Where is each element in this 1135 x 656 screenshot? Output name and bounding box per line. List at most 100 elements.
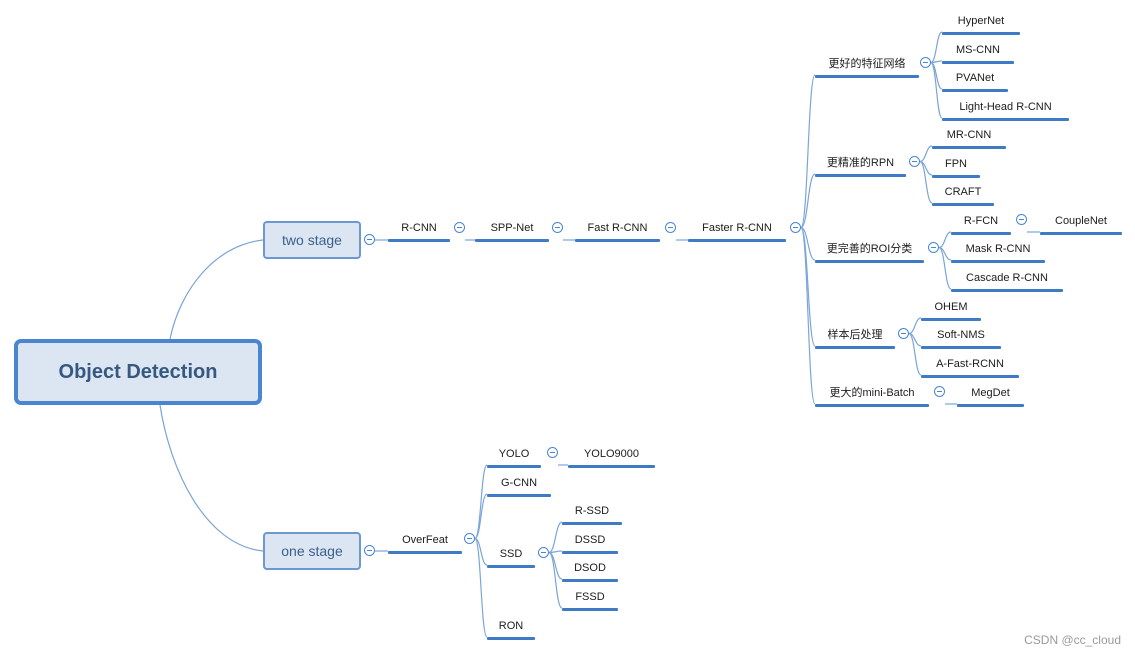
node-better-roi-classification[interactable]: 更完善的ROI分类 — [815, 242, 924, 264]
node-craft[interactable]: CRAFT — [932, 185, 994, 207]
collapse-r-cnn-icon[interactable] — [454, 222, 465, 233]
node-better-feature-network[interactable]: 更好的特征网络 — [815, 57, 919, 79]
collapse-fast-r-cnn-icon[interactable] — [665, 222, 676, 233]
node-g-cnn[interactable]: G-CNN — [487, 476, 551, 498]
node-better-rpn[interactable]: 更精准的RPN — [815, 156, 906, 178]
node-r-ssd[interactable]: R-SSD — [562, 504, 622, 526]
collapse-one-stage-icon[interactable] — [364, 545, 375, 556]
node-r-cnn[interactable]: R-CNN — [388, 221, 450, 243]
yolo9000-label: YOLO9000 — [583, 448, 640, 460]
cascade-r-cnn-label: Cascade R-CNN — [966, 272, 1048, 284]
hypernet-label: HyperNet — [957, 15, 1005, 27]
better-roi-classification-label: 更完善的ROI分类 — [826, 243, 913, 255]
node-soft-nms[interactable]: Soft-NMS — [921, 328, 1001, 350]
collapse-r-fcn-icon[interactable] — [1016, 214, 1027, 225]
node-hypernet[interactable]: HyperNet — [942, 14, 1020, 36]
collapse-better-feature-network-icon[interactable] — [920, 57, 931, 68]
link-g-cnn — [474, 493, 488, 540]
r-cnn-underline — [388, 239, 450, 242]
mask-r-cnn-underline — [951, 260, 1045, 263]
root-node-object-detection[interactable]: Object Detection — [14, 339, 262, 405]
soft-nms-underline — [921, 346, 1001, 349]
spp-net-label: SPP-Net — [490, 222, 534, 234]
node-overfeat[interactable]: OverFeat — [388, 533, 462, 555]
yolo-underline — [487, 465, 541, 468]
node-pvanet[interactable]: PVANet — [942, 71, 1008, 93]
fpn-underline — [932, 175, 980, 178]
link-light-head — [930, 61, 943, 119]
node-one-stage[interactable]: one stage — [263, 532, 361, 570]
light-head-r-cnn-underline — [942, 118, 1069, 121]
node-r-fcn[interactable]: R-FCN — [951, 214, 1011, 236]
fpn-label: FPN — [945, 158, 967, 170]
two-stage-label: two stage — [282, 232, 342, 248]
mr-cnn-underline — [932, 146, 1006, 149]
node-dsod[interactable]: DSOD — [562, 561, 618, 583]
sample-post-processing-label: 样本后处理 — [827, 329, 883, 341]
fssd-label: FSSD — [575, 591, 605, 603]
fssd-underline — [562, 608, 618, 611]
larger-mini-batch-label: 更大的mini-Batch — [829, 387, 915, 399]
link-a-fast-rcnn — [908, 332, 922, 376]
collapse-mini-batch-icon[interactable] — [934, 386, 945, 397]
node-two-stage[interactable]: two stage — [263, 221, 361, 259]
node-larger-mini-batch[interactable]: 更大的mini-Batch — [815, 386, 929, 408]
node-sample-post-processing[interactable]: 样本后处理 — [815, 328, 895, 350]
node-mask-r-cnn[interactable]: Mask R-CNN — [951, 242, 1045, 264]
node-cascade-r-cnn[interactable]: Cascade R-CNN — [951, 271, 1063, 293]
node-a-fast-rcnn[interactable]: A-Fast-RCNN — [921, 357, 1019, 379]
node-ron[interactable]: RON — [487, 619, 535, 641]
fast-r-cnn-label: Fast R-CNN — [587, 222, 648, 234]
r-ssd-underline — [562, 522, 622, 525]
node-couplenet[interactable]: CoupleNet — [1040, 214, 1122, 236]
collapse-overfeat-icon[interactable] — [464, 533, 475, 544]
yolo9000-underline — [568, 465, 655, 468]
node-yolo9000[interactable]: YOLO9000 — [568, 447, 655, 469]
node-ssd[interactable]: SSD — [487, 547, 535, 569]
larger-mini-batch-underline — [815, 404, 929, 407]
link-faster-roi — [800, 226, 816, 261]
node-light-head-r-cnn[interactable]: Light-Head R-CNN — [942, 100, 1069, 122]
yolo-label: YOLO — [498, 448, 530, 460]
link-root-two-stage — [169, 239, 264, 340]
overfeat-underline — [388, 551, 462, 554]
link-ron — [474, 537, 488, 638]
couplenet-underline — [1040, 232, 1122, 235]
sample-post-processing-underline — [815, 346, 895, 349]
node-spp-net[interactable]: SPP-Net — [475, 221, 549, 243]
node-mr-cnn[interactable]: MR-CNN — [932, 128, 1006, 150]
g-cnn-underline — [487, 494, 551, 497]
collapse-sample-post-processing-icon[interactable] — [898, 328, 909, 339]
collapse-yolo-icon[interactable] — [547, 447, 558, 458]
collapse-two-stage-icon[interactable] — [364, 234, 375, 245]
collapse-faster-r-cnn-icon[interactable] — [790, 222, 801, 233]
node-fast-r-cnn[interactable]: Fast R-CNN — [575, 221, 660, 243]
pvanet-label: PVANet — [955, 72, 995, 84]
hypernet-underline — [942, 32, 1020, 35]
collapse-spp-net-icon[interactable] — [552, 222, 563, 233]
node-yolo[interactable]: YOLO — [487, 447, 541, 469]
light-head-r-cnn-label: Light-Head R-CNN — [959, 101, 1052, 113]
g-cnn-label: G-CNN — [500, 477, 538, 489]
node-fssd[interactable]: FSSD — [562, 590, 618, 612]
node-ms-cnn[interactable]: MS-CNN — [942, 43, 1014, 65]
link-faster-feature — [800, 74, 816, 229]
node-faster-r-cnn[interactable]: Faster R-CNN — [688, 221, 786, 243]
dsod-label: DSOD — [574, 562, 606, 574]
ms-cnn-label: MS-CNN — [956, 44, 1000, 56]
node-megdet[interactable]: MegDet — [957, 386, 1024, 408]
node-dssd[interactable]: DSSD — [562, 533, 618, 555]
collapse-roi-classification-icon[interactable] — [928, 242, 939, 253]
faster-r-cnn-underline — [688, 239, 786, 242]
ron-label: RON — [498, 620, 524, 632]
collapse-better-rpn-icon[interactable] — [909, 156, 920, 167]
collapse-ssd-icon[interactable] — [538, 547, 549, 558]
node-ohem[interactable]: OHEM — [921, 300, 981, 322]
r-cnn-label: R-CNN — [401, 222, 437, 234]
link-ohem — [908, 317, 922, 335]
couplenet-label: CoupleNet — [1055, 215, 1107, 227]
csdn-watermark: CSDN @cc_cloud — [1024, 633, 1121, 647]
r-fcn-label: R-FCN — [963, 215, 999, 227]
node-fpn[interactable]: FPN — [932, 157, 980, 179]
